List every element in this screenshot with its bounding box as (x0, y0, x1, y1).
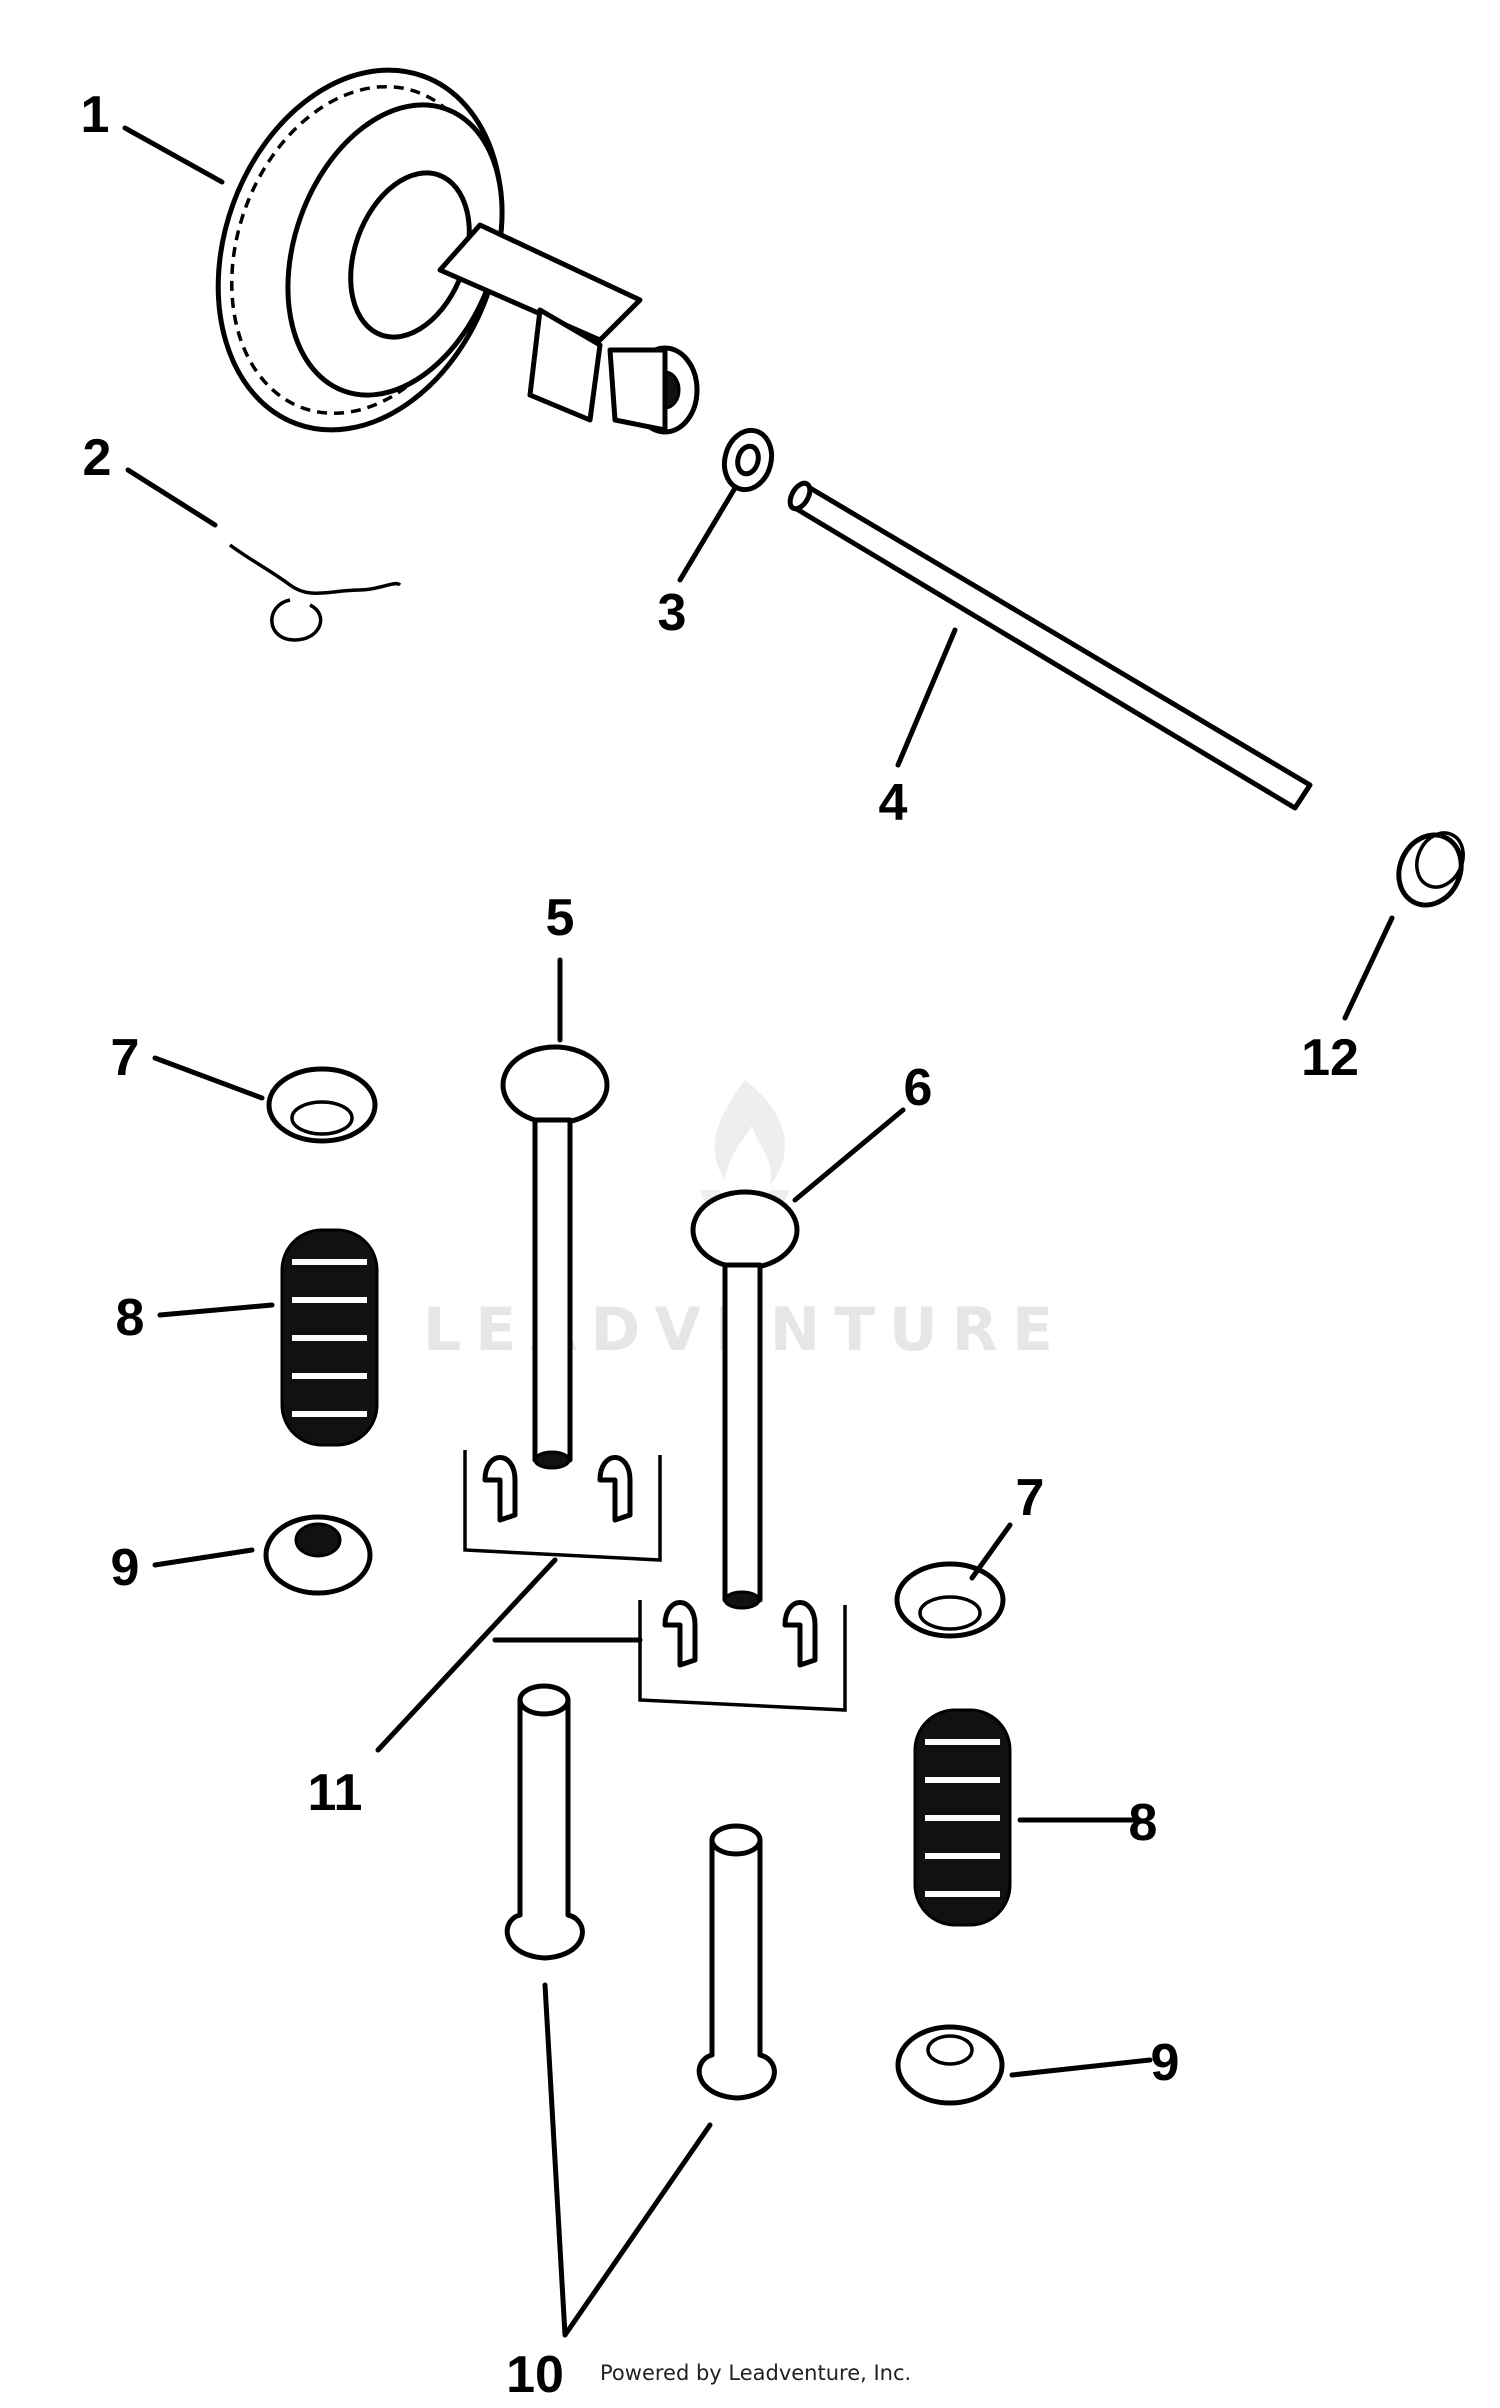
callout-12: 12 (1301, 1029, 1359, 1087)
washer-part (721, 427, 775, 493)
callout-9-right: 9 (1151, 2034, 1180, 2092)
callout-3: 3 (658, 584, 687, 642)
callout-2: 2 (83, 429, 112, 487)
callout-8-right: 8 (1129, 1794, 1158, 1852)
leader-lines (122, 125, 1395, 2338)
footer-credit: Powered by Leadventure, Inc. (600, 2361, 911, 2385)
callout-4: 4 (879, 774, 908, 832)
valve-tappet-right (696, 1823, 777, 2101)
callout-8-left: 8 (116, 1289, 145, 1347)
spring-seat-left (263, 1514, 373, 1596)
valve-spring-left (280, 1228, 379, 1447)
valve-keeper-set-b (638, 1600, 847, 1712)
spring-seat-right (895, 2024, 1005, 2106)
callout-9-left: 9 (111, 1539, 140, 1597)
valve-keeper-set-a (463, 1450, 662, 1562)
callout-10: 10 (506, 2346, 564, 2404)
valve-spring-right (913, 1708, 1012, 1927)
spring-clip-part (228, 543, 402, 642)
callout-labels: 1 2 3 4 5 6 7 7 8 8 9 9 10 11 12 (81, 86, 1359, 2404)
spring-retainer-right (894, 1561, 1006, 1639)
callout-5: 5 (546, 889, 575, 947)
valve-tappet-left (504, 1683, 585, 1961)
camshaft-pin-part (787, 480, 1313, 811)
callout-1: 1 (81, 86, 110, 144)
callout-6: 6 (904, 1059, 933, 1117)
callout-7-right: 7 (1016, 1469, 1045, 1527)
spring-retainer-left (266, 1066, 378, 1144)
expansion-plug-part (1396, 831, 1465, 908)
intake-valve-part (500, 1044, 610, 1470)
camshaft-gear-part (215, 67, 700, 435)
callout-7-left: 7 (111, 1029, 140, 1087)
exhaust-valve-part (690, 1189, 800, 1610)
callout-11: 11 (308, 1764, 363, 1822)
